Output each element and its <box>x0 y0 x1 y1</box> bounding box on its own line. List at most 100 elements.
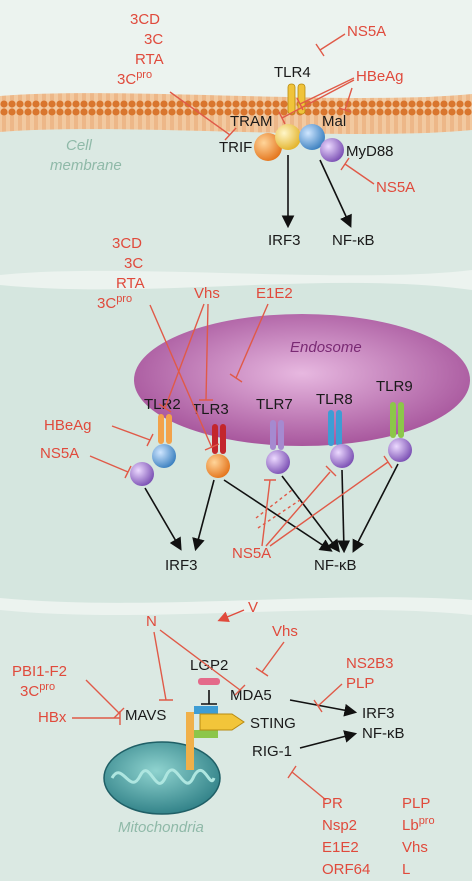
inhibit-mavs-n <box>153 631 173 701</box>
arrow-tlr2-irf3 <box>144 487 182 551</box>
arrow-tlr3-nfkb <box>223 479 333 552</box>
mal-label: Mal <box>322 113 346 130</box>
vhs-label-2: Vhs <box>194 285 220 302</box>
svg-text:3C: 3C <box>144 31 163 48</box>
pbi-label: PBI1-F2 <box>12 663 67 680</box>
inhibit-rig1-bottom <box>287 765 327 801</box>
cytoplasm-band-1 <box>0 97 472 276</box>
arrow-v-lgp2 <box>217 609 245 622</box>
svg-text:3Cpro: 3Cpro <box>117 69 152 88</box>
inhibit-myd88-ns5a <box>340 157 375 185</box>
hbeag-label-1: HBeAg <box>356 68 404 85</box>
svg-text:Lbpro: Lbpro <box>402 815 435 834</box>
svg-text:3C: 3C <box>124 255 143 272</box>
svg-text:L: L <box>402 861 410 878</box>
tram-node <box>275 124 301 150</box>
sting-bar-green <box>194 730 218 738</box>
inhibit-trif-left <box>169 91 237 141</box>
rig1-label: RIG-1 <box>252 743 292 760</box>
e1e2-label-2: E1E2 <box>256 285 293 302</box>
membrane-label-1: Cell <box>66 137 93 154</box>
lgp2-bar <box>198 678 220 685</box>
tlr3-receptor <box>206 424 230 478</box>
sting-shape <box>199 713 245 731</box>
inhibit-tlr2-hbeag <box>111 425 154 447</box>
inhibit-nfkb-ns5a <box>261 455 393 547</box>
inhibit-irf3-ns2b3 <box>313 683 343 713</box>
irf3-label-2: IRF3 <box>165 557 198 574</box>
inhibit-myd88-ns5a-2 <box>89 455 132 479</box>
trif-node <box>254 133 282 161</box>
sting-bar-blue <box>194 706 218 714</box>
arrow-tlr7-nfkb <box>281 475 340 553</box>
arrow-tlr4-nfkb <box>319 159 352 228</box>
inhibit-tlr3-vhs <box>199 303 213 401</box>
inhibit-mal-hbeag <box>338 87 353 113</box>
tlr3-label: TLR3 <box>192 401 229 418</box>
arrow-tlr9-nfkb <box>352 463 399 553</box>
svg-text:ORF64: ORF64 <box>322 861 370 878</box>
mitochondrion <box>103 741 221 815</box>
tlr8-label: TLR8 <box>316 391 353 408</box>
nfkb-label-2: NF-κB <box>314 557 357 574</box>
hbeag-label-2: HBeAg <box>44 417 92 434</box>
inhibit-mavs-pbi <box>85 679 125 719</box>
tlr7-label: TLR7 <box>256 396 293 413</box>
inhibit-mda5-n <box>159 629 246 696</box>
svg-text:3CD: 3CD <box>112 235 142 252</box>
mavs-anchor <box>186 712 194 770</box>
svg-text:RTA: RTA <box>135 51 164 68</box>
svg-text:3Cpro: 3Cpro <box>97 293 132 312</box>
membrane-label-2: membrane <box>50 157 122 174</box>
tram-label: TRAM <box>230 113 273 130</box>
tlr2-label: TLR2 <box>144 396 181 413</box>
3cpro-label-3: 3Cpro <box>20 681 55 700</box>
inhibitors-left-2: 3CD 3C RTA 3Cpro <box>97 235 145 312</box>
sting-label: STING <box>250 715 296 732</box>
tlr9-receptor <box>388 402 412 462</box>
inhibit-tlr2-vhs <box>158 303 205 413</box>
tlr7-receptor <box>266 420 290 474</box>
mda5-label: MDA5 <box>230 687 272 704</box>
lgp2-label: LGP2 <box>190 657 228 674</box>
inhibit-lgp2-mda5 <box>201 690 217 705</box>
inhibit-tlr4-ns5a <box>315 33 346 57</box>
ns5a-right-label: NS5A <box>376 179 415 196</box>
irf3-label-3: IRF3 <box>362 705 395 722</box>
trif-label: TRIF <box>219 139 252 156</box>
hbx-label: HBx <box>38 709 67 726</box>
inhibit-hbeag-1 <box>278 77 355 125</box>
tlr2-receptor <box>130 414 176 486</box>
inhibit-ns5a-dashes <box>255 489 301 529</box>
nfkb-label-3: NF-κB <box>362 725 405 742</box>
plp-label-3: PLP <box>346 675 374 692</box>
nfkb-label-1: NF-κB <box>332 232 375 249</box>
mavs-label: MAVS <box>125 707 166 724</box>
vhs-label-3: Vhs <box>272 623 298 640</box>
irf3-label-1: IRF3 <box>268 232 301 249</box>
svg-text:Vhs: Vhs <box>402 839 428 856</box>
endosome-label: Endosome <box>290 339 362 356</box>
svg-text:RTA: RTA <box>116 275 145 292</box>
v-label: V <box>248 599 258 616</box>
n-label: N <box>146 613 157 630</box>
svg-text:PR: PR <box>322 795 343 812</box>
cytoplasm-band-3 <box>0 610 472 881</box>
ns5a-top-label: NS5A <box>347 23 386 40</box>
myd88-node <box>320 138 344 162</box>
endosome <box>134 314 470 446</box>
svg-text:Nsp2: Nsp2 <box>322 817 357 834</box>
inhibit-mda5-vhs <box>255 641 285 677</box>
inhibitors-left-1: 3CD 3C RTA 3Cpro <box>117 11 164 88</box>
ns5a-left-label: NS5A <box>40 445 79 462</box>
inhibit-tlr3-left <box>149 304 220 451</box>
ns2b3-label: NS2B3 <box>346 655 394 672</box>
arrow-rig1-nfkb <box>299 730 358 749</box>
bottom-inhibitors-col1: PR Nsp2 E1E2 ORF64 <box>322 795 370 878</box>
tlr8-receptor <box>328 410 354 468</box>
myd88-label: MyD88 <box>346 143 394 160</box>
svg-text:3CD: 3CD <box>130 11 160 28</box>
mito-label: Mitochondria <box>118 819 204 836</box>
mal-node <box>299 124 325 150</box>
